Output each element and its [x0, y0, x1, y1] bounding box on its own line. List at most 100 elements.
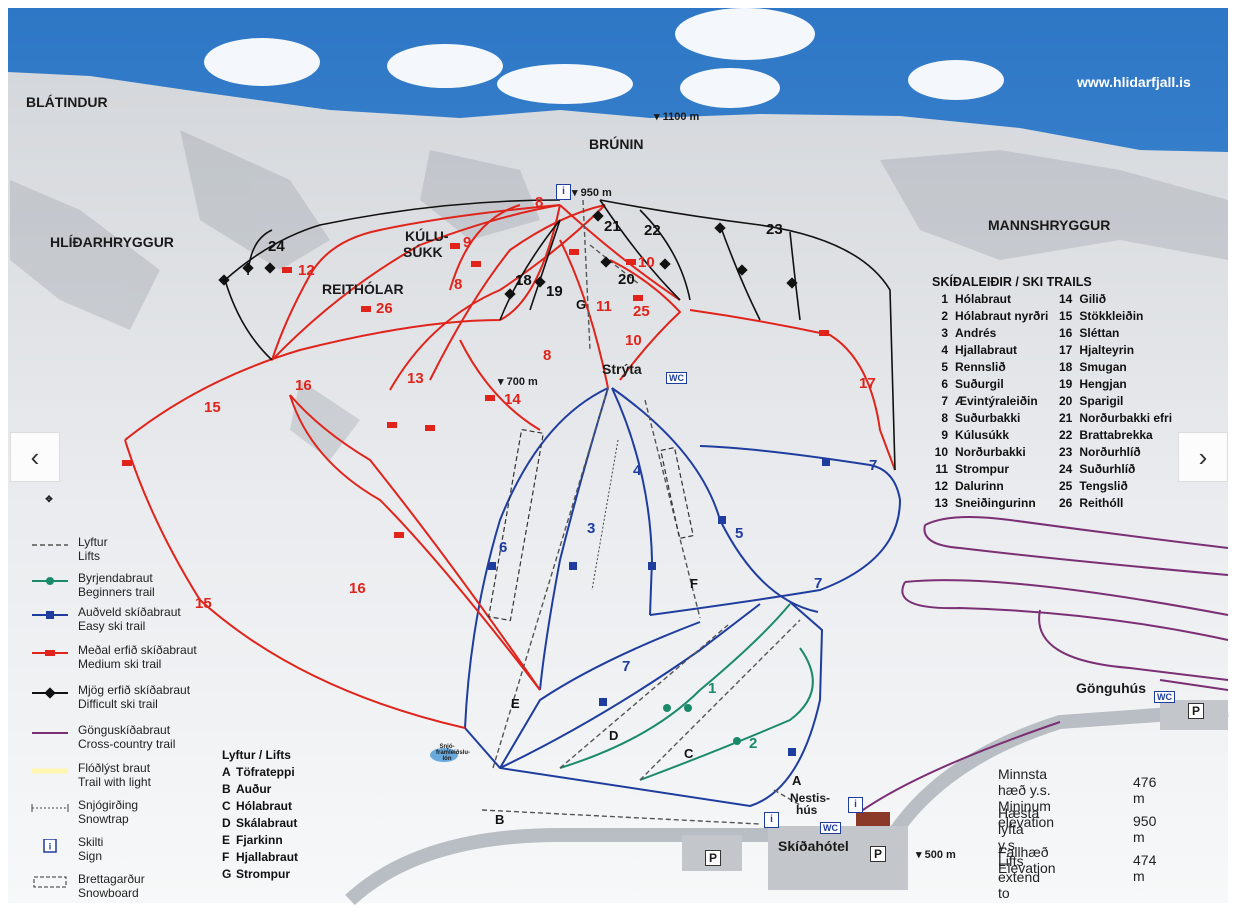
- ski-trail-item: 3 Andrés: [932, 326, 1048, 343]
- legend-label-is: Lyftur: [78, 535, 108, 549]
- medium-trail-marker: [122, 460, 132, 466]
- legend-difficult-icon: [30, 687, 70, 699]
- trail-label-20: 20: [618, 271, 635, 288]
- legend-label-en: Medium ski trail: [78, 657, 162, 671]
- legend-label-en: Difficult ski trail: [78, 697, 158, 711]
- lift-name: Hjallabraut: [236, 850, 299, 864]
- legend-easy-icon: [30, 609, 70, 621]
- ski-trail-number: 7: [941, 394, 948, 408]
- medium-trail-marker: [471, 261, 481, 267]
- ski-trail-number: 26: [1059, 496, 1073, 510]
- prev-arrow-button[interactable]: ‹: [10, 432, 60, 482]
- next-arrow-button[interactable]: ›: [1178, 432, 1228, 482]
- ski-trail-name: Andrés: [955, 326, 997, 340]
- ski-trail-name: Norðurbakki efri: [1079, 411, 1173, 425]
- legend-light-icon: [30, 765, 70, 777]
- lift-letter: E: [222, 833, 231, 847]
- ski-trail-name: Stökkleiðin: [1079, 309, 1144, 323]
- ski-trail-number: 3: [941, 326, 948, 340]
- lift-name: Fjarkinn: [236, 833, 283, 847]
- trail-label-7b: 7: [814, 575, 823, 592]
- ski-trail-name: Norðurhlíð: [1079, 445, 1141, 459]
- info-sign-hotel[interactable]: i: [848, 797, 863, 813]
- legend-label-en: Trail with light: [78, 775, 151, 789]
- medium-trail-marker: [485, 395, 495, 401]
- ski-trail-number: 11: [935, 462, 948, 476]
- ski-trail-number: 5: [941, 360, 948, 374]
- stat-value: 950 m: [1133, 813, 1157, 845]
- trail-label-4: 4: [633, 462, 642, 479]
- beginner-trails: [559, 603, 814, 781]
- info-sign-top[interactable]: i: [556, 184, 571, 200]
- legend-crosscountry-icon: [30, 727, 70, 739]
- legend-snowboard-icon: [30, 876, 70, 888]
- stat-label-is: Minnsta hæð y.s.: [998, 766, 1051, 798]
- difficult-trail-marker: [264, 262, 276, 274]
- ski-trail-name: Hólabraut nyrðri: [955, 309, 1049, 323]
- site-url[interactable]: www.hlidarfjall.is: [1077, 74, 1191, 90]
- trail-label-26: 26: [376, 300, 393, 317]
- ridge-brunin: BRÚNIN: [589, 136, 644, 152]
- legend-label-is: Skilti: [78, 835, 104, 849]
- trail-label-23: 23: [766, 221, 783, 238]
- lift-name: Hólabraut: [236, 799, 293, 813]
- ski-trail-name: Sparigil: [1079, 394, 1124, 408]
- wc-hotel: WC: [820, 822, 841, 834]
- clouds: [204, 8, 1004, 108]
- snowboard-parks: [487, 428, 694, 622]
- legend-label-en: Snowtrap: [78, 812, 129, 826]
- ski-trail-item: 11 Strompur: [932, 462, 1048, 479]
- ridge-reitholar: REITHÓLAR: [322, 281, 404, 297]
- ridge-blatindur: BLÁTINDUR: [26, 94, 108, 110]
- trail-label-6: 6: [499, 539, 508, 556]
- ski-trail-name: Ævintýraleiðin: [955, 394, 1038, 408]
- lift-label-e: E: [511, 696, 520, 711]
- lift-letter: G: [222, 867, 232, 881]
- legend-label-en: Sign: [78, 849, 103, 863]
- beginner-trail-marker: [733, 737, 741, 745]
- difficult-trail-marker: [242, 262, 254, 274]
- legend-label-is: Brettagarður: [78, 872, 145, 886]
- stat-label: Minnsta hæð y.s.Mininum elevation: [998, 766, 1054, 830]
- ski-trails-title: SKÍÐALEIÐIR / SKI TRAILS: [932, 275, 1092, 289]
- parking-2: P: [870, 846, 887, 862]
- difficult-trail-marker: [659, 258, 671, 270]
- difficult-trail-marker: [504, 288, 516, 300]
- legend-label-en: Snowboard: [78, 886, 139, 900]
- ski-trail-item: 7 Ævintýraleiðin: [932, 394, 1048, 411]
- parking-1: P: [705, 850, 722, 866]
- stat-label-en: Lifts extend to: [998, 853, 1041, 901]
- lift-letter: F: [222, 850, 230, 864]
- legend-sign-icon: i: [30, 839, 70, 853]
- trail-label-1: 1: [708, 680, 717, 697]
- ski-trail-number: 21: [1059, 411, 1073, 425]
- info-sign-base[interactable]: i: [764, 812, 779, 828]
- lift-label-c: C: [684, 746, 694, 761]
- lift-label-a: A: [792, 773, 802, 788]
- cross-country-trails: [859, 515, 1229, 813]
- trail-markers: [122, 210, 830, 756]
- elevation-top: ▾ 1100 m: [654, 111, 700, 123]
- svg-text:i: i: [49, 842, 52, 852]
- trail-label-22: 22: [644, 222, 661, 239]
- place-skidahotel: Skíðahótel: [778, 838, 849, 854]
- easy-trail-marker: [599, 698, 607, 706]
- stat-label-en: Mininum elevation: [998, 798, 1055, 830]
- ski-trail-name: Strompur: [955, 462, 1009, 476]
- difficult-trail-marker: [736, 264, 748, 276]
- difficult-trail-marker: [592, 210, 604, 222]
- stat-value: 474 m: [1133, 852, 1157, 884]
- ski-trail-name: Suðurbakki: [955, 411, 1021, 425]
- easy-trail-marker: [488, 562, 496, 570]
